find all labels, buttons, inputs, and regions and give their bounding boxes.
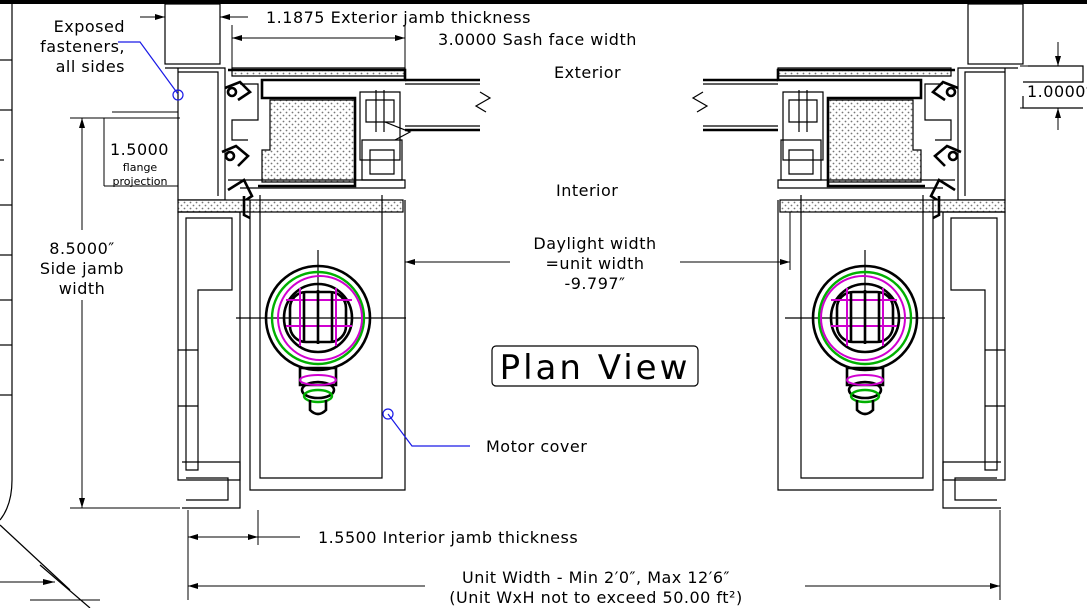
interior-label: Interior (556, 181, 618, 200)
daylight-line1: Daylight width (533, 234, 656, 253)
annotations: Exposed fasteners, all sides 1.1875 Exte… (40, 8, 1087, 607)
flange-label-line1: flange (123, 161, 158, 174)
leader-lines (118, 41, 470, 447)
left-motor (236, 250, 406, 416)
plan-view-title: Plan View (500, 348, 691, 388)
plan-view-box (491, 345, 699, 387)
daylight-line2: =unit width (545, 254, 644, 273)
flange-value: 1.5000 (110, 140, 169, 159)
exterior-jamb-thickness-label: 1.1875 Exterior jamb thickness (266, 8, 531, 27)
right-dimension-label: 1.0000″ (1027, 82, 1087, 101)
dimension-lines (70, 14, 1082, 600)
side-jamb-line3: width (59, 279, 106, 298)
side-jamb-line2: Side jamb (40, 259, 124, 278)
exposed-fasteners-line1: Exposed (54, 17, 125, 36)
daylight-line3: -9.797″ (564, 274, 625, 293)
left-jamb-assembly (164, 3, 492, 509)
exterior-label: Exterior (554, 63, 621, 82)
right-jamb-assembly (691, 3, 1084, 509)
right-motor (785, 250, 945, 416)
unit-width-label: Unit Width - Min 2′0″, Max 12′6″ (462, 568, 730, 587)
exposed-fasteners-line3: all sides (56, 57, 125, 76)
exposed-fasteners-line2: fasteners, (40, 37, 125, 56)
side-jamb-value: 8.5000″ (49, 239, 114, 258)
unit-area-note: (Unit WxH not to exceed 50.00 ft²) (449, 588, 742, 607)
sheet-left-edge (0, 4, 100, 608)
flange-label-line2: projection (113, 175, 168, 188)
title-border (0, 0, 1087, 4)
interior-jamb-thickness-label: 1.5500 Interior jamb thickness (318, 528, 578, 547)
motor-cover-label: Motor cover (486, 437, 587, 456)
sash-face-width-label: 3.0000 Sash face width (438, 30, 637, 49)
